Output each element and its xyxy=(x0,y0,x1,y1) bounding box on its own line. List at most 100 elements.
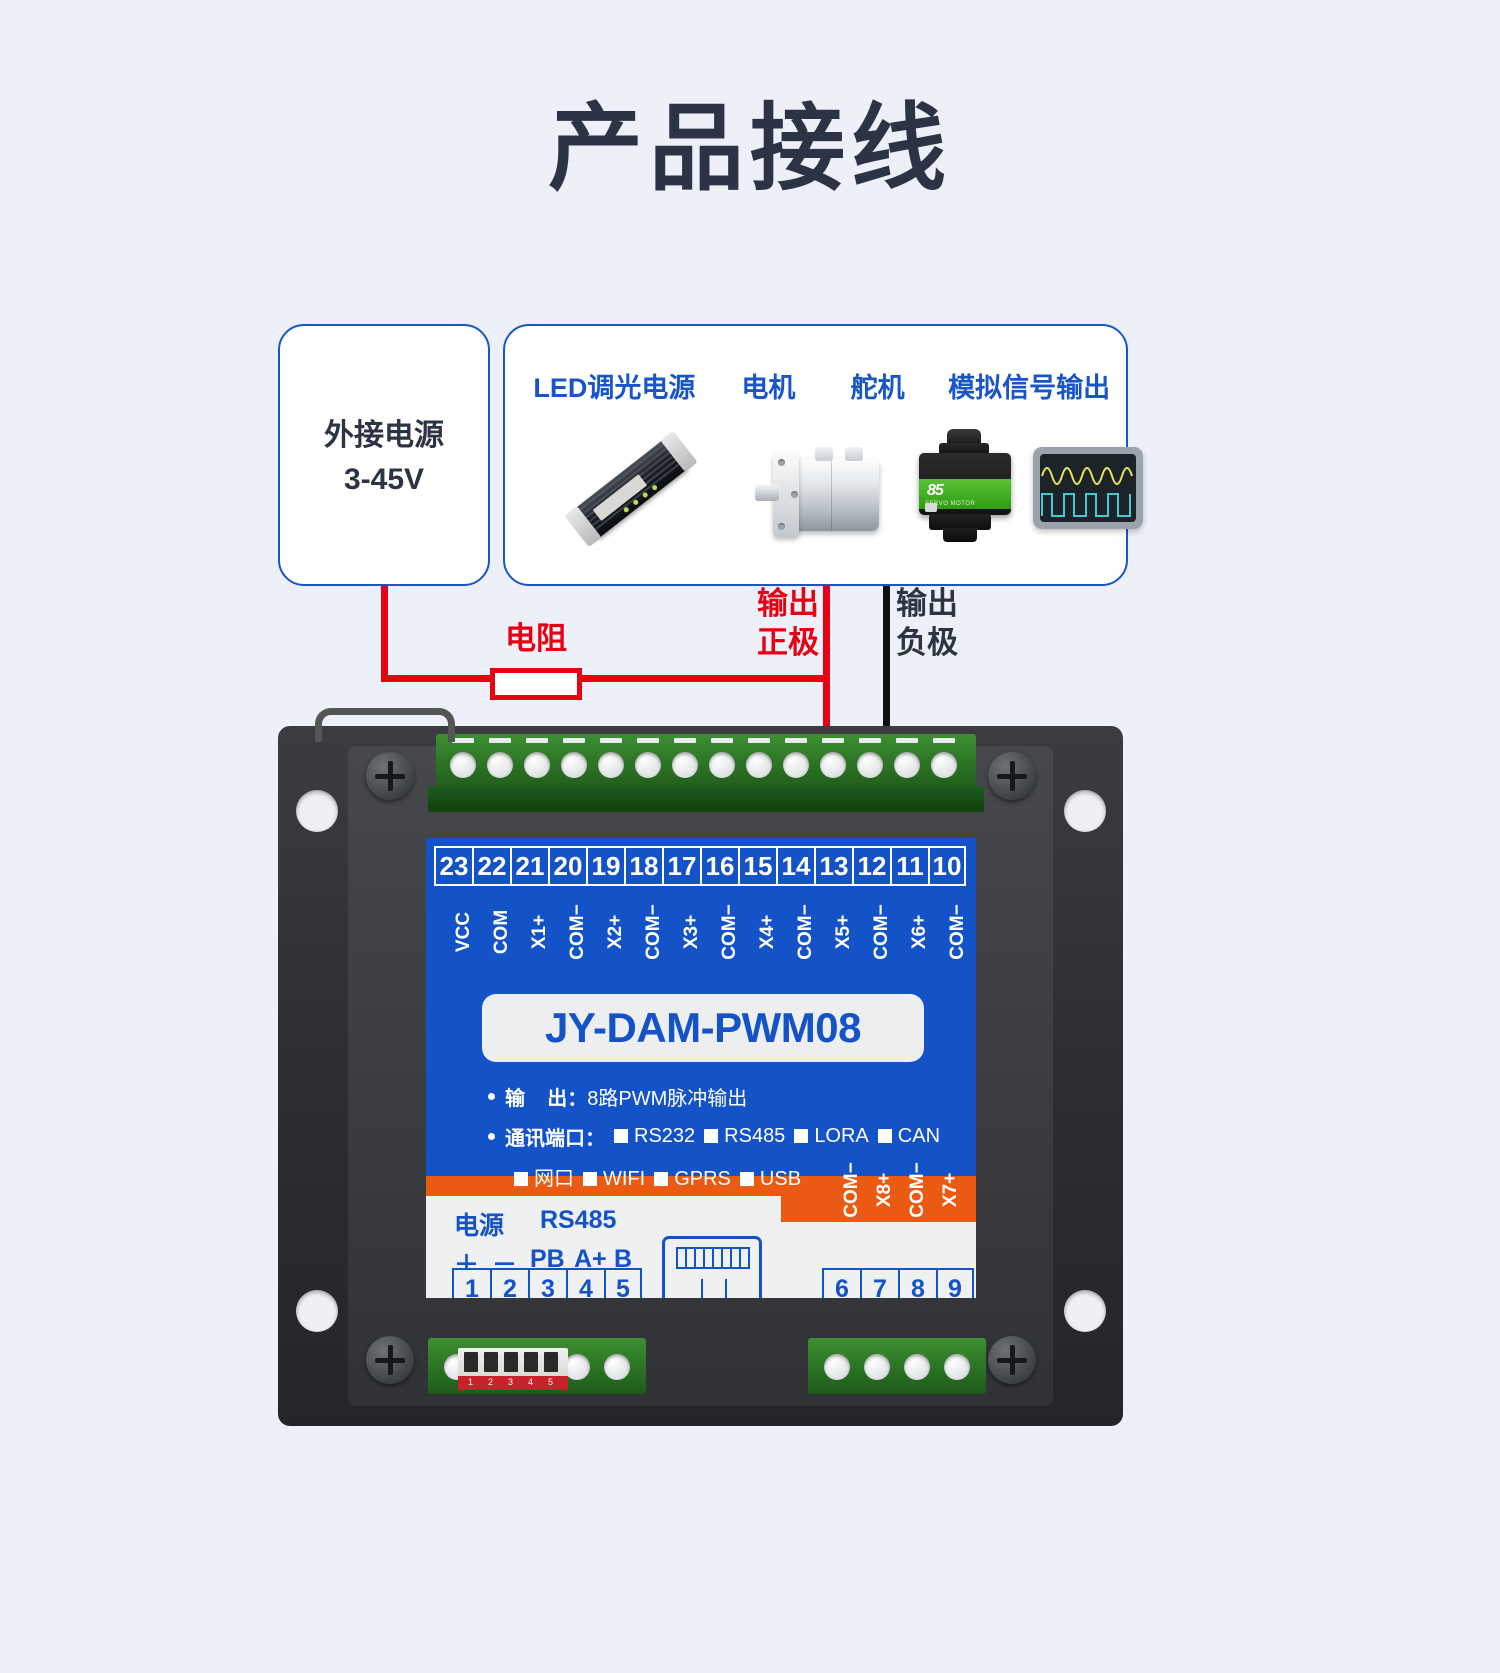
terminal-slot-7 xyxy=(711,738,733,743)
checkbox-RS485[interactable] xyxy=(704,1129,719,1143)
terminal-number-14: 14 xyxy=(776,846,814,886)
port-label-网口: 网口 xyxy=(534,1168,574,1190)
external-power-text: 外接电源 3-45V xyxy=(280,414,488,501)
checkbox-WIFI[interactable] xyxy=(583,1172,597,1186)
dip-switch[interactable]: 1 2 3 4 5 xyxy=(458,1348,568,1390)
terminal-number-13: 13 xyxy=(814,846,852,886)
terminal-number-17: 17 xyxy=(662,846,700,886)
mount-hole-bl xyxy=(296,1290,338,1332)
bottom-right-signal-2: COM− xyxy=(906,1162,928,1218)
led-driver-icon xyxy=(534,398,726,585)
bottom-pin-3: 3 xyxy=(528,1268,566,1298)
load-label-led-driver: LED调光电源 xyxy=(533,373,696,403)
screw-tr xyxy=(988,752,1036,800)
checkbox-RS232[interactable] xyxy=(614,1129,628,1143)
load-devices-box: LED调光电源 电机 舵机 模拟信号输出 xyxy=(503,324,1143,586)
load-labels: LED调光电源 电机 舵机 模拟信号输出 xyxy=(505,366,1126,405)
page-title: 产品接线 xyxy=(547,96,952,202)
terminal-number-22: 22 xyxy=(472,846,510,886)
terminal-slot-9 xyxy=(785,738,807,743)
terminal-screw-12 xyxy=(894,752,920,778)
port-label-GPRS: GPRS xyxy=(674,1168,731,1190)
terminal-screw-7 xyxy=(709,752,735,778)
terminal-number-18: 18 xyxy=(624,846,662,886)
bottom-pin-4: 4 xyxy=(566,1268,604,1298)
terminal-screw-6 xyxy=(672,752,698,778)
terminal-slot-11 xyxy=(859,738,881,743)
terminal-signal-4: X2+ xyxy=(605,914,626,950)
terminal-signal-0: VCC xyxy=(453,911,474,953)
bottom-pin-1: 1 xyxy=(452,1268,490,1298)
model-name: JY-DAM-PWM08 xyxy=(544,1004,862,1051)
top-terminal-pcb xyxy=(428,786,984,812)
terminal-number-21: 21 xyxy=(510,846,548,886)
terminal-screw-0 xyxy=(450,752,476,778)
screw-bl xyxy=(366,1336,414,1384)
bottom-terminal-screw-0 xyxy=(824,1354,850,1380)
terminal-number-11: 11 xyxy=(890,846,928,886)
port-label-USB: USB xyxy=(759,1168,802,1190)
terminal-signal-7: COM− xyxy=(719,904,740,960)
terminal-number-10: 10 xyxy=(928,846,966,886)
label-resistor: 电阻 xyxy=(505,621,567,656)
terminal-screw-2 xyxy=(524,752,550,778)
spec-output-line: 输 出： 8路PWM脉冲输出 xyxy=(488,1082,958,1111)
checkbox-USB[interactable] xyxy=(739,1172,754,1186)
bottom-terminal-screw-1 xyxy=(864,1354,890,1380)
bottom-terminal-right xyxy=(808,1338,986,1394)
bottom-terminal-screw-3 xyxy=(564,1354,590,1380)
terminal-number-20: 20 xyxy=(548,846,586,886)
bottom-right-signal-0: COM− xyxy=(840,1162,862,1218)
terminal-signal-5: COM− xyxy=(643,904,664,960)
checkbox-GPRS[interactable] xyxy=(654,1172,669,1186)
rj45-jack-icon xyxy=(662,1236,762,1298)
screw-br xyxy=(988,1336,1036,1384)
terminal-screw-3 xyxy=(561,752,587,778)
checkbox-网口[interactable] xyxy=(514,1172,528,1186)
port-label-RS232: RS232 xyxy=(634,1125,696,1147)
terminal-screw-13 xyxy=(931,752,957,778)
terminal-signal-3: COM− xyxy=(567,904,588,960)
terminal-number-16: 16 xyxy=(700,846,738,886)
wire-power-positive-vertical xyxy=(381,586,388,682)
terminal-slot-0 xyxy=(452,738,474,743)
load-label-servo: 舵机 xyxy=(850,373,905,403)
terminal-signal-9: COM− xyxy=(795,904,816,960)
external-power-line2: 3-45V xyxy=(343,462,425,496)
mount-hole-tl xyxy=(296,790,338,832)
terminal-slot-8 xyxy=(748,738,770,743)
bottom-title-rs485: RS485 xyxy=(540,1206,617,1234)
terminal-signal-11: COM− xyxy=(871,904,892,960)
external-power-line1: 外接电源 xyxy=(324,419,444,452)
din-rail-clip xyxy=(315,708,455,742)
terminal-screw-8 xyxy=(746,752,772,778)
label-output-positive: 输出 正极 xyxy=(757,586,819,660)
terminal-screw-10 xyxy=(820,752,846,778)
terminal-slot-12 xyxy=(896,738,918,743)
motor-icon xyxy=(753,443,893,548)
checkbox-CAN[interactable] xyxy=(877,1129,892,1143)
load-images: 85 SERVO MOTOR xyxy=(505,421,1143,561)
terminal-screw-9 xyxy=(783,752,809,778)
terminal-slot-13 xyxy=(933,738,955,743)
wire-output-negative xyxy=(883,586,890,748)
bottom-right-pin-7: 7 xyxy=(860,1268,898,1298)
checkbox-LORA[interactable] xyxy=(794,1129,809,1143)
bottom-right-signals: COM−X8+COM−X7+ xyxy=(824,1148,961,1228)
terminal-slot-2 xyxy=(526,738,548,743)
terminal-number-15: 15 xyxy=(738,846,776,886)
terminal-signal-13: COM− xyxy=(947,904,968,960)
terminal-signal-8: X4+ xyxy=(757,914,778,950)
bottom-right-signal-1: X8+ xyxy=(873,1172,895,1208)
port-label-CAN: CAN xyxy=(897,1125,941,1147)
terminal-slot-4 xyxy=(600,738,622,743)
terminal-screw-4 xyxy=(598,752,624,778)
bottom-right-pin-8: 8 xyxy=(898,1268,936,1298)
